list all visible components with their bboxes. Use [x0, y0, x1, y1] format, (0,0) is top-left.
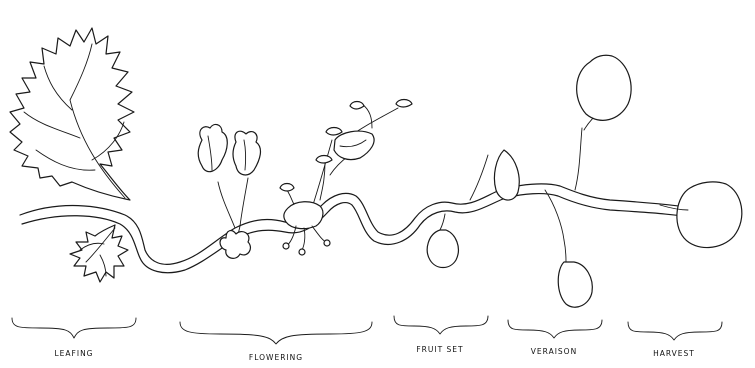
brace-harvest — [628, 322, 722, 340]
stage-label-harvest: HARVEST — [653, 349, 695, 358]
stage-label-flowering: FLOWERING — [249, 353, 303, 362]
fruit-set-cluster — [427, 155, 488, 268]
flower-cluster — [198, 100, 412, 259]
harvest-cluster — [575, 55, 742, 247]
stage-label-veraison: VERAISON — [531, 347, 577, 356]
brace-fruit-set — [394, 316, 488, 334]
small-leaf — [70, 225, 128, 282]
brace-flowering — [180, 322, 372, 344]
stage-braces — [12, 316, 722, 344]
brace-veraison — [508, 320, 602, 338]
stage-label-leafing: LEAFING — [55, 349, 94, 358]
stage-label-fruit-set: FRUIT SET — [416, 345, 463, 354]
large-leaf — [10, 28, 134, 200]
brace-leafing — [12, 318, 136, 338]
